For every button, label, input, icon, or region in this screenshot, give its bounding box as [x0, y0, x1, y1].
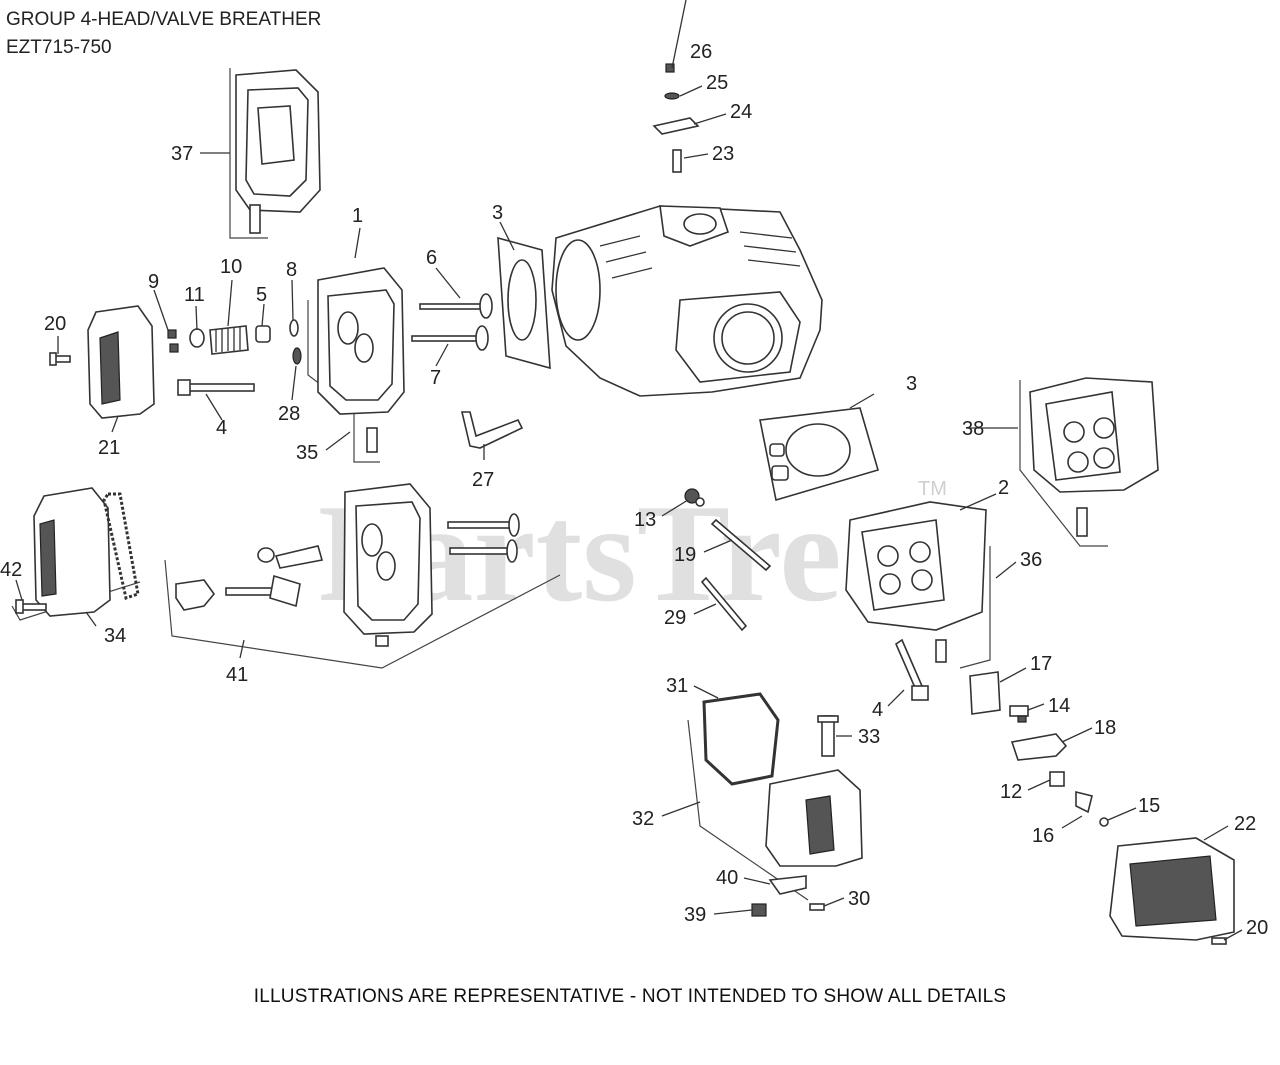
part-42-screw[interactable]: [15, 599, 47, 614]
callout-7: 7: [430, 367, 441, 389]
part-11-spring-retainer[interactable]: [189, 328, 205, 348]
part-9-valve-keeper[interactable]: [167, 329, 179, 353]
callout-29: 29: [664, 607, 686, 629]
callout-30: 30: [848, 888, 870, 910]
callout-33: 33: [858, 726, 880, 748]
callout-2: 2: [998, 477, 1009, 499]
callout-19: 19: [674, 544, 696, 566]
engine-crankcase-block: [551, 205, 823, 397]
callout-25: 25: [706, 72, 728, 94]
part-18-rocker-arm[interactable]: [1010, 733, 1068, 761]
callout-37: 37: [171, 143, 193, 165]
callout-23: 23: [712, 143, 734, 165]
callout-9: 9: [148, 271, 159, 293]
part-22-valve-cover[interactable]: [1109, 837, 1235, 941]
part-32-valve-cover[interactable]: [687, 719, 863, 901]
part-17-guide-plate[interactable]: [969, 671, 1001, 715]
callout-16: 16: [1032, 825, 1054, 847]
watermark-trademark: TM: [918, 478, 947, 500]
callout-4-left: 4: [216, 417, 227, 439]
callout-5: 5: [256, 284, 267, 306]
part-21-valve-cover[interactable]: [87, 305, 155, 419]
callout-34: 34: [104, 625, 126, 647]
part-39-clip[interactable]: [751, 903, 767, 917]
part-6-exhaust-valve[interactable]: [419, 293, 493, 319]
part-41-head-assembly[interactable]: [164, 483, 561, 669]
part-16-rocker-nut[interactable]: [1075, 790, 1093, 814]
part-4-head-bolt-right[interactable]: [894, 638, 929, 701]
part-28-washer[interactable]: [292, 347, 302, 365]
part-14-rocker-stud[interactable]: [1009, 705, 1029, 723]
part-8-washer[interactable]: [289, 319, 299, 337]
part-15-screw[interactable]: [1099, 817, 1109, 827]
part-33-breather-tube[interactable]: [817, 715, 839, 757]
callout-15: 15: [1138, 795, 1160, 817]
part-38-cylinder-head[interactable]: [1019, 377, 1159, 547]
part-23-stud[interactable]: [672, 149, 682, 173]
callout-27: 27: [472, 469, 494, 491]
callout-20-left: 20: [44, 313, 66, 335]
callout-17: 17: [1030, 653, 1052, 675]
callout-24: 24: [730, 101, 752, 123]
part-34-valve-cover-assembly[interactable]: [11, 487, 141, 621]
callout-39: 39: [684, 904, 706, 926]
callout-42: 42: [0, 559, 22, 581]
callout-12: 12: [1000, 781, 1022, 803]
callout-31: 31: [666, 675, 688, 697]
callout-11: 11: [184, 284, 205, 306]
callout-28: 28: [278, 403, 300, 425]
part-5-valve-seal[interactable]: [255, 325, 271, 343]
callout-13: 13: [634, 509, 656, 531]
part-30-screw[interactable]: [809, 903, 825, 911]
part-20-screw-right[interactable]: [1211, 937, 1227, 945]
callout-26: 26: [690, 41, 712, 63]
part-37-cylinder-head[interactable]: [229, 68, 321, 239]
callout-36: 36: [1020, 549, 1042, 571]
part-7-intake-valve[interactable]: [411, 325, 489, 351]
diagram-title: GROUP 4-HEAD/VALVE BREATHER: [6, 9, 322, 30]
part-26-nut[interactable]: [665, 63, 675, 73]
callout-32: 32: [632, 808, 654, 830]
callout-38: 38: [962, 418, 984, 440]
part-10-valve-spring[interactable]: [209, 325, 249, 355]
callout-18: 18: [1094, 717, 1116, 739]
leader-lines: [15, 0, 1243, 941]
part-20-screw-left[interactable]: [49, 352, 71, 366]
callout-3-upper: 3: [492, 202, 503, 224]
part-13-rocker-stud[interactable]: [684, 488, 705, 507]
part-27-breather-tube[interactable]: [460, 411, 524, 449]
part-1-cylinder-head[interactable]: [307, 267, 405, 463]
part-31-valve-cover-gasket[interactable]: [702, 692, 780, 786]
callout-14: 14: [1048, 695, 1070, 717]
callout-20-right: 20: [1246, 917, 1268, 939]
part-19-push-rod[interactable]: [710, 518, 772, 572]
part-29-push-rod[interactable]: [700, 576, 748, 632]
part-2-cylinder-head[interactable]: [845, 501, 991, 669]
part-3-head-gasket-upper[interactable]: [497, 236, 551, 370]
diagram-header: GROUP 4-HEAD/VALVE BREATHER EZT715-750: [6, 6, 321, 62]
callout-4-right: 4: [872, 699, 883, 721]
callout-3-lower: 3: [906, 373, 917, 395]
part-40-bracket[interactable]: [768, 875, 807, 895]
part-4-head-bolt-left[interactable]: [177, 379, 255, 396]
callout-41: 41: [226, 664, 248, 686]
callout-21: 21: [98, 437, 120, 459]
callout-6: 6: [426, 247, 437, 269]
part-3-head-gasket-lower[interactable]: [759, 407, 879, 502]
part-12-guide-plate[interactable]: [1049, 771, 1065, 787]
callout-35: 35: [296, 442, 318, 464]
callout-22: 22: [1234, 813, 1256, 835]
callout-numbers: 37 1 3 6 7 9 11 10 5 8 28 20 21 4 35 27 …: [0, 41, 1268, 939]
disclaimer-note: ILLUSTRATIONS ARE REPRESENTATIVE - NOT I…: [253, 986, 1007, 1007]
callout-1: 1: [352, 205, 363, 227]
callout-8: 8: [286, 259, 297, 281]
model-number: EZT715-750: [6, 37, 112, 58]
part-24-breather-plate[interactable]: [652, 117, 700, 135]
callout-40: 40: [716, 867, 738, 889]
callout-10: 10: [220, 256, 242, 278]
part-25-washer[interactable]: [664, 92, 680, 100]
